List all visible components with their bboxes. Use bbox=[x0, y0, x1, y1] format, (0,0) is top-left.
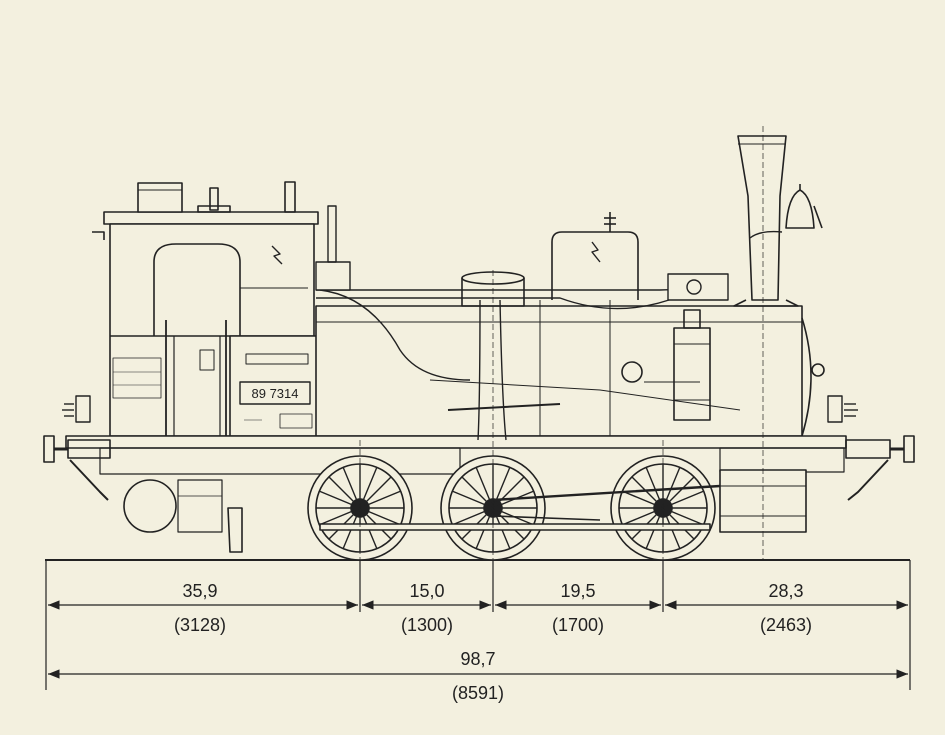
front-buffer bbox=[845, 435, 915, 501]
dim-total-mm: (8591) bbox=[452, 683, 504, 703]
dim-1-mm: (3128) bbox=[174, 615, 226, 635]
boiler bbox=[315, 300, 825, 437]
dim-1-value: 35,9 bbox=[182, 581, 217, 601]
air-reservoir bbox=[123, 479, 243, 553]
dim-2-mm: (1300) bbox=[401, 615, 453, 635]
sand-dome bbox=[551, 212, 639, 300]
lamps bbox=[62, 395, 858, 423]
dim-2-value: 15,0 bbox=[409, 581, 444, 601]
dim-3-value: 19,5 bbox=[560, 581, 595, 601]
steam-dome bbox=[461, 271, 525, 307]
number-plate: 89 7314 bbox=[252, 386, 299, 401]
cab bbox=[92, 181, 319, 437]
locomotive-drawing bbox=[43, 126, 915, 604]
pipes bbox=[315, 205, 783, 381]
dimension-lines bbox=[45, 560, 911, 690]
bell bbox=[785, 184, 823, 229]
dim-4-mm: (2463) bbox=[760, 615, 812, 635]
dim-3-mm: (1700) bbox=[552, 615, 604, 635]
smokestack bbox=[733, 135, 799, 307]
dim-4-value: 28,3 bbox=[768, 581, 803, 601]
wheels bbox=[307, 455, 716, 561]
frame bbox=[65, 435, 847, 475]
dim-total-value: 98,7 bbox=[460, 649, 495, 669]
dimension-labels: 35,9 (3128) 15,0 (1300) 19,5 (1700) 28,3… bbox=[174, 581, 812, 703]
rear-buffer bbox=[43, 435, 111, 501]
